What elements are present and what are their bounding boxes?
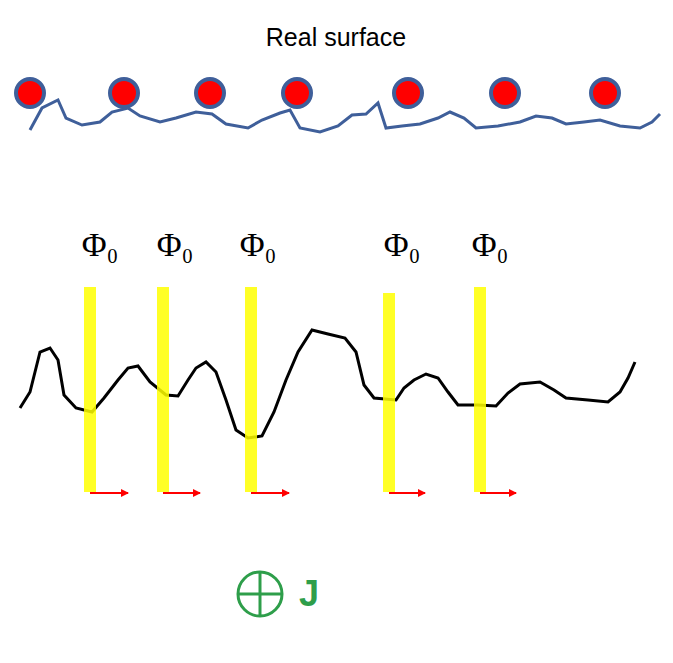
flux-tube — [474, 287, 486, 492]
heading-label: Real surface — [266, 25, 406, 50]
motion-arrow — [251, 492, 289, 494]
motion-arrow — [389, 492, 425, 494]
flux-quantum-label: Φ₀ — [240, 228, 277, 262]
real-surface-line — [30, 100, 660, 132]
atom — [491, 79, 519, 107]
flux-tube — [245, 287, 257, 492]
motion-arrow — [90, 492, 128, 494]
flux-quantum-label: Φ₀ — [157, 228, 194, 262]
flux-tube — [157, 287, 169, 492]
surface-atoms — [16, 79, 619, 107]
atom — [110, 79, 138, 107]
atom — [591, 79, 619, 107]
current-into-page-symbol — [238, 572, 282, 616]
flux-quantum-label: Φ₀ — [472, 228, 509, 262]
flux-quantum-label: Φ₀ — [384, 228, 421, 262]
flux-tubes — [84, 287, 486, 492]
atom — [283, 79, 311, 107]
flux-tube — [383, 293, 395, 492]
rough-profile-line — [20, 330, 635, 438]
flux-tube — [84, 287, 96, 492]
motion-arrow — [480, 492, 516, 494]
atom — [394, 79, 422, 107]
motion-arrows — [90, 492, 516, 494]
atom — [196, 79, 224, 107]
flux-quantum-label: Φ₀ — [82, 228, 119, 262]
current-label: J — [299, 576, 319, 612]
atom — [16, 79, 44, 107]
motion-arrow — [163, 492, 200, 494]
